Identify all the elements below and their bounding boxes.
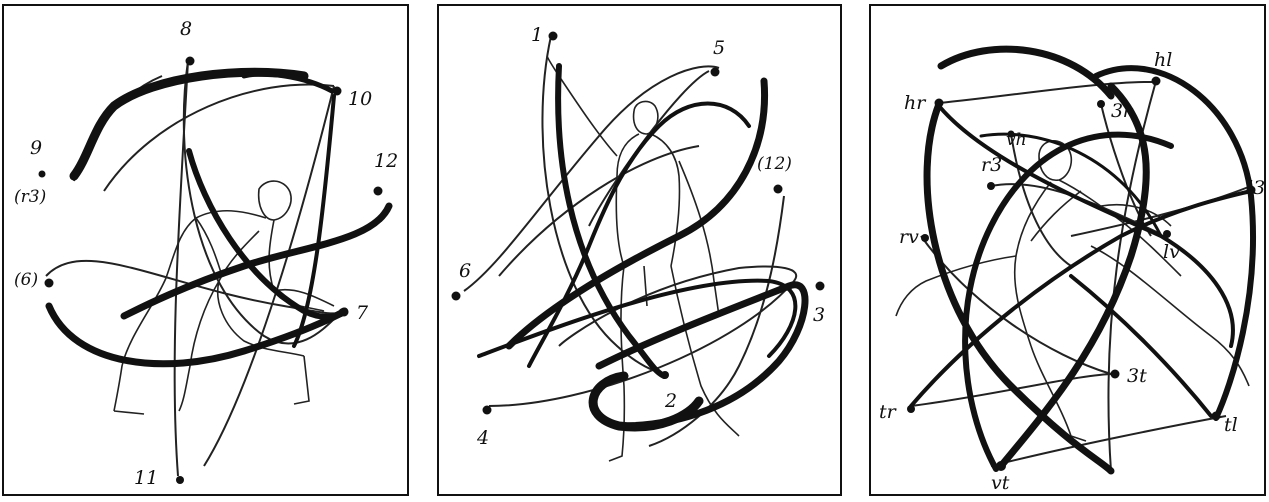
point-9	[39, 171, 46, 178]
point-tl	[1212, 412, 1221, 421]
point-tr	[907, 405, 915, 413]
point-6	[45, 279, 54, 288]
point-lv	[1163, 230, 1171, 238]
label-7: 7	[356, 304, 368, 323]
panel-3-drawing	[871, 6, 1263, 493]
kinesphere-panel-3: hl hr vh 3h r3 l3 rv lv 3t tr tl vt	[869, 4, 1266, 496]
kinesphere-panel-2: 1 5 (12) 6 3 2 4	[437, 4, 842, 496]
panel-1-drawing	[4, 6, 406, 493]
point-4	[483, 406, 492, 415]
point-1	[549, 32, 558, 41]
point-rv	[921, 234, 929, 242]
trace-points	[907, 77, 1256, 472]
label-6: 6	[459, 262, 471, 281]
crouching-figure	[114, 181, 334, 414]
label-rv: rv	[899, 228, 919, 247]
point-11	[176, 476, 184, 484]
label-5: 5	[713, 39, 725, 58]
label-9: 9	[30, 139, 42, 158]
thin-trace-curves	[46, 61, 342, 476]
point-3h	[1097, 100, 1105, 108]
point-12	[774, 185, 783, 194]
label-6: (6)	[14, 272, 38, 289]
label-10: 10	[348, 90, 372, 109]
point-6	[452, 292, 461, 301]
panel-2-drawing	[439, 6, 839, 493]
label-12: 12	[374, 152, 398, 171]
thin-trace-curves	[464, 36, 796, 446]
label-12: (12)	[757, 156, 792, 173]
point-7	[340, 308, 349, 317]
point-12	[374, 187, 383, 196]
label-2: 2	[665, 392, 677, 411]
kinesphere-panel-1: 8 9 (r3) 10 12 (6) 7 11	[2, 4, 409, 496]
label-vt: vt	[991, 474, 1009, 493]
label-r3: (r3)	[14, 189, 46, 206]
label-lv: lv	[1163, 243, 1180, 262]
point-r3	[987, 182, 995, 190]
label-3t: 3t	[1127, 367, 1147, 386]
label-1: 1	[531, 26, 543, 45]
label-8: 8	[180, 20, 192, 39]
point-10	[333, 87, 342, 96]
label-4: 4	[477, 429, 489, 448]
point-2	[661, 371, 669, 379]
point-8	[186, 57, 195, 66]
label-tr: tr	[879, 403, 896, 422]
label-l3: l3	[1247, 179, 1265, 198]
label-hl: hl	[1154, 51, 1172, 70]
point-3	[816, 282, 825, 291]
point-hl	[1152, 77, 1161, 86]
label-vh: vh	[1006, 132, 1027, 149]
thick-trace-curves	[911, 49, 1253, 471]
label-tl: tl	[1224, 416, 1238, 435]
label-hr: hr	[904, 94, 925, 113]
point-5	[711, 68, 720, 77]
thick-trace-curves	[49, 72, 389, 364]
label-r3: r3	[981, 156, 1002, 175]
label-3: 3	[813, 306, 825, 325]
label-11: 11	[134, 469, 158, 488]
label-3h: 3h	[1111, 102, 1135, 121]
point-3t	[1111, 370, 1120, 379]
point-hr	[935, 99, 944, 108]
point-vt	[996, 461, 1006, 471]
